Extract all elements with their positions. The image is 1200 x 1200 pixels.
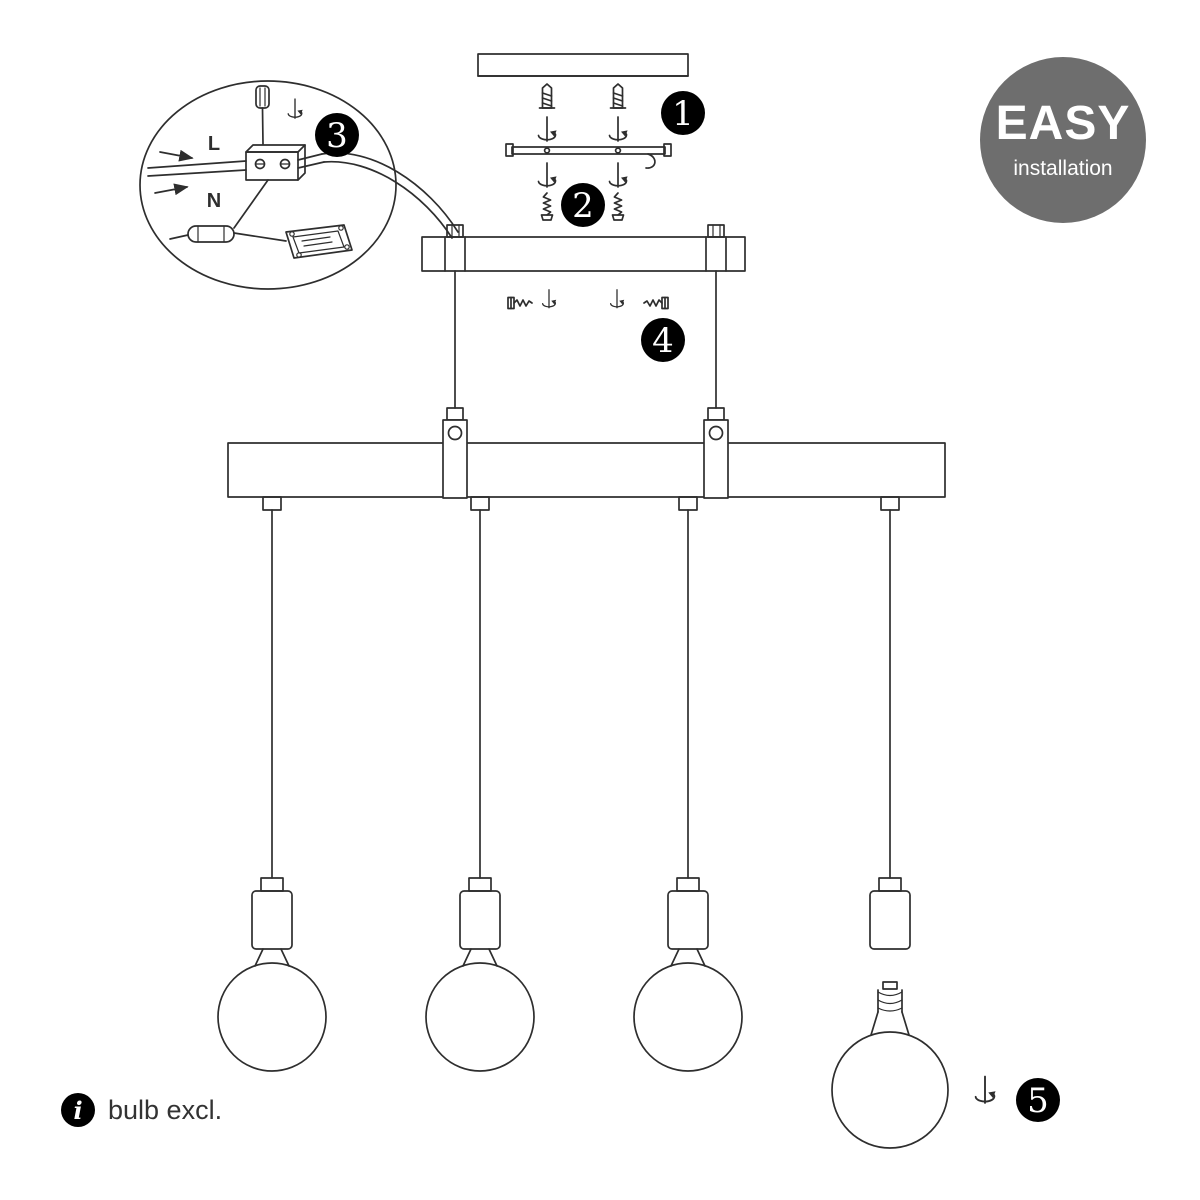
live-label: L [208, 133, 220, 155]
pendant-3 [633, 496, 743, 1072]
step-2-number: 2 [572, 186, 594, 226]
cord-grip [262, 496, 282, 511]
turn-arrow-icon [287, 98, 304, 119]
lower-beam [227, 442, 946, 498]
step-5-number: 5 [1027, 1081, 1049, 1121]
neutral-label: N [207, 190, 221, 212]
lamp-socket [459, 877, 501, 950]
step-3-number: 3 [326, 116, 348, 156]
step-4-badge: 4 [641, 318, 685, 362]
upper-beam [421, 224, 746, 409]
cord-grip [678, 496, 698, 511]
screw-icon [611, 192, 625, 221]
light-bulb [425, 948, 535, 1072]
footer-note: i bulb excl. [61, 1093, 222, 1127]
hanger-nut [446, 224, 464, 238]
cord-grip [470, 496, 490, 511]
screwdriver-icon [255, 85, 270, 145]
wire-leads: L N [147, 133, 247, 212]
lamp-socket [667, 877, 709, 950]
pendant-4 [869, 496, 911, 950]
easy-installation-badge: EASY installation [980, 57, 1146, 223]
cord-connector-icon [169, 179, 287, 243]
step-1-number: 1 [672, 94, 694, 134]
step-5-badge: 5 [1016, 1078, 1060, 1122]
cord-grip [880, 496, 900, 511]
light-bulb [217, 948, 327, 1072]
info-icon [61, 1093, 95, 1127]
bolt-head [708, 425, 724, 441]
beam-bracket-right [703, 407, 729, 499]
turn-arrow-icon [974, 1075, 997, 1104]
turn-arrow-icon [537, 162, 558, 188]
light-bulb [633, 948, 743, 1072]
beam-bracket-left [442, 407, 468, 499]
terminal-block-icon [245, 144, 306, 181]
inset-circle [139, 80, 397, 290]
turn-arrow-icon [608, 162, 629, 188]
step-3-badge: 3 [315, 113, 359, 157]
screw-icon [643, 296, 669, 310]
neutral-arrow [154, 183, 189, 196]
pendant-2 [425, 496, 535, 1072]
step-3-wiring-inset: L N [139, 80, 459, 290]
step-1-badge: 1 [661, 91, 705, 135]
turn-arrow-icon [537, 116, 558, 142]
step-2-badge: 2 [561, 183, 605, 227]
lamp-socket [251, 877, 293, 950]
wall-anchor-icon [609, 83, 627, 109]
step-1-anchors [537, 83, 629, 142]
step-2-mounting-plate [505, 143, 672, 221]
turn-arrow-icon [609, 289, 625, 309]
screw-icon [507, 296, 533, 310]
bulb-excluded-note: bulb excl. [108, 1095, 222, 1125]
live-arrow [159, 149, 194, 162]
turn-arrow-icon [541, 289, 557, 309]
wall-anchor-icon [538, 83, 556, 109]
step-4-number: 4 [652, 321, 674, 361]
hanger-nut [707, 224, 725, 238]
bolt-head [447, 425, 463, 441]
pendant-1 [217, 496, 327, 1072]
loose-bulb [831, 981, 949, 1149]
bulb-globe [831, 1031, 949, 1149]
easy-badge-title: EASY [996, 97, 1131, 150]
junction-plate-icon [285, 224, 353, 259]
info-icon-glyph: i [73, 1096, 82, 1125]
cable-to-fixture [297, 152, 459, 239]
easy-badge-subtitle: installation [1013, 157, 1112, 180]
ceiling-hatch [477, 53, 689, 77]
screw-icon [540, 192, 554, 221]
turn-arrow-icon [608, 116, 629, 142]
lamp-socket [869, 877, 911, 950]
plate-hook [645, 153, 656, 169]
step-4-screws [507, 289, 669, 310]
